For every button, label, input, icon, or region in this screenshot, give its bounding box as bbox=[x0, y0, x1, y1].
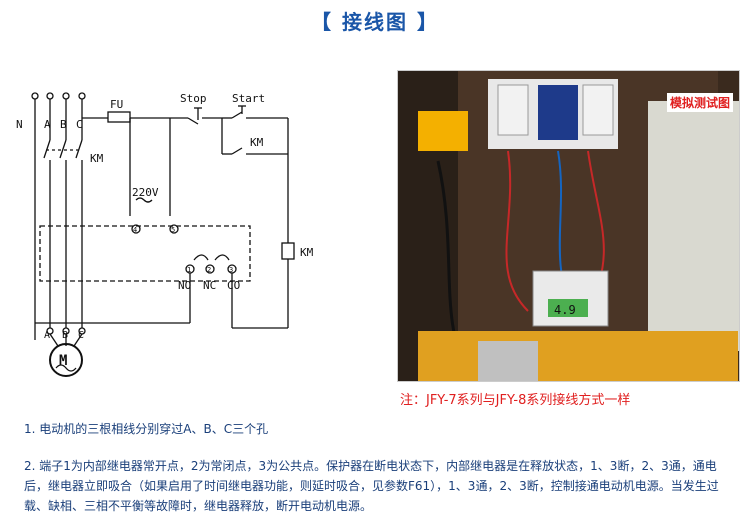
test-photo: 4.9 模拟测试图 bbox=[397, 70, 740, 382]
description-item-2: 2. 端子1为内部继电器常开点，2为常闭点，3为公共点。保护器在断电状态下，内部… bbox=[24, 459, 719, 513]
km-contact-label: KM bbox=[90, 152, 104, 165]
terminal-a-label: A bbox=[44, 118, 51, 131]
terminal-5-label: 5 bbox=[171, 226, 175, 234]
motor-label: M bbox=[59, 353, 67, 369]
co-label: CO bbox=[227, 279, 240, 292]
terminal-n-label: N bbox=[16, 118, 23, 131]
stop-label: Stop bbox=[180, 92, 207, 105]
terminal-1-label: 1 bbox=[187, 266, 191, 274]
wiring-diagram: N A B C FU Stop Start KM KM 220V 4 5 1 2… bbox=[10, 88, 380, 388]
voltage-label: 220V bbox=[132, 186, 159, 199]
terminal-4-label: 4 bbox=[133, 226, 137, 234]
start-label: Start bbox=[232, 92, 265, 105]
bottom-c-label: C bbox=[78, 330, 84, 341]
terminal-b-label: B bbox=[60, 118, 67, 131]
km-hold-label: KM bbox=[250, 136, 264, 149]
wiring-diagram-svg: N A B C FU Stop Start KM KM 220V 4 5 1 2… bbox=[16, 92, 314, 377]
bottom-a-label: A bbox=[44, 330, 50, 341]
terminal-c-label: C bbox=[76, 118, 83, 131]
terminal-2-label: 2 bbox=[207, 266, 211, 274]
no-label: NO bbox=[178, 279, 191, 292]
bottom-b-label: B bbox=[62, 330, 68, 341]
terminal-3-label: 3 bbox=[229, 266, 233, 274]
fuse-label: FU bbox=[110, 98, 123, 111]
description-item-1: 1. 电动机的三根相线分别穿过A、B、C三个孔 bbox=[24, 422, 269, 436]
km-coil-label: KM bbox=[300, 246, 314, 259]
page-title: 【 接线图 】 bbox=[311, 10, 439, 34]
display-value: 4.9 bbox=[554, 303, 576, 317]
series-note: 注：JFY-7系列与JFY-8系列接线方式一样 bbox=[400, 393, 631, 408]
nc-label: NC bbox=[203, 279, 216, 292]
cabinet-photo-illustration: 4.9 bbox=[398, 71, 739, 381]
photo-tag: 模拟测试图 bbox=[666, 93, 733, 112]
